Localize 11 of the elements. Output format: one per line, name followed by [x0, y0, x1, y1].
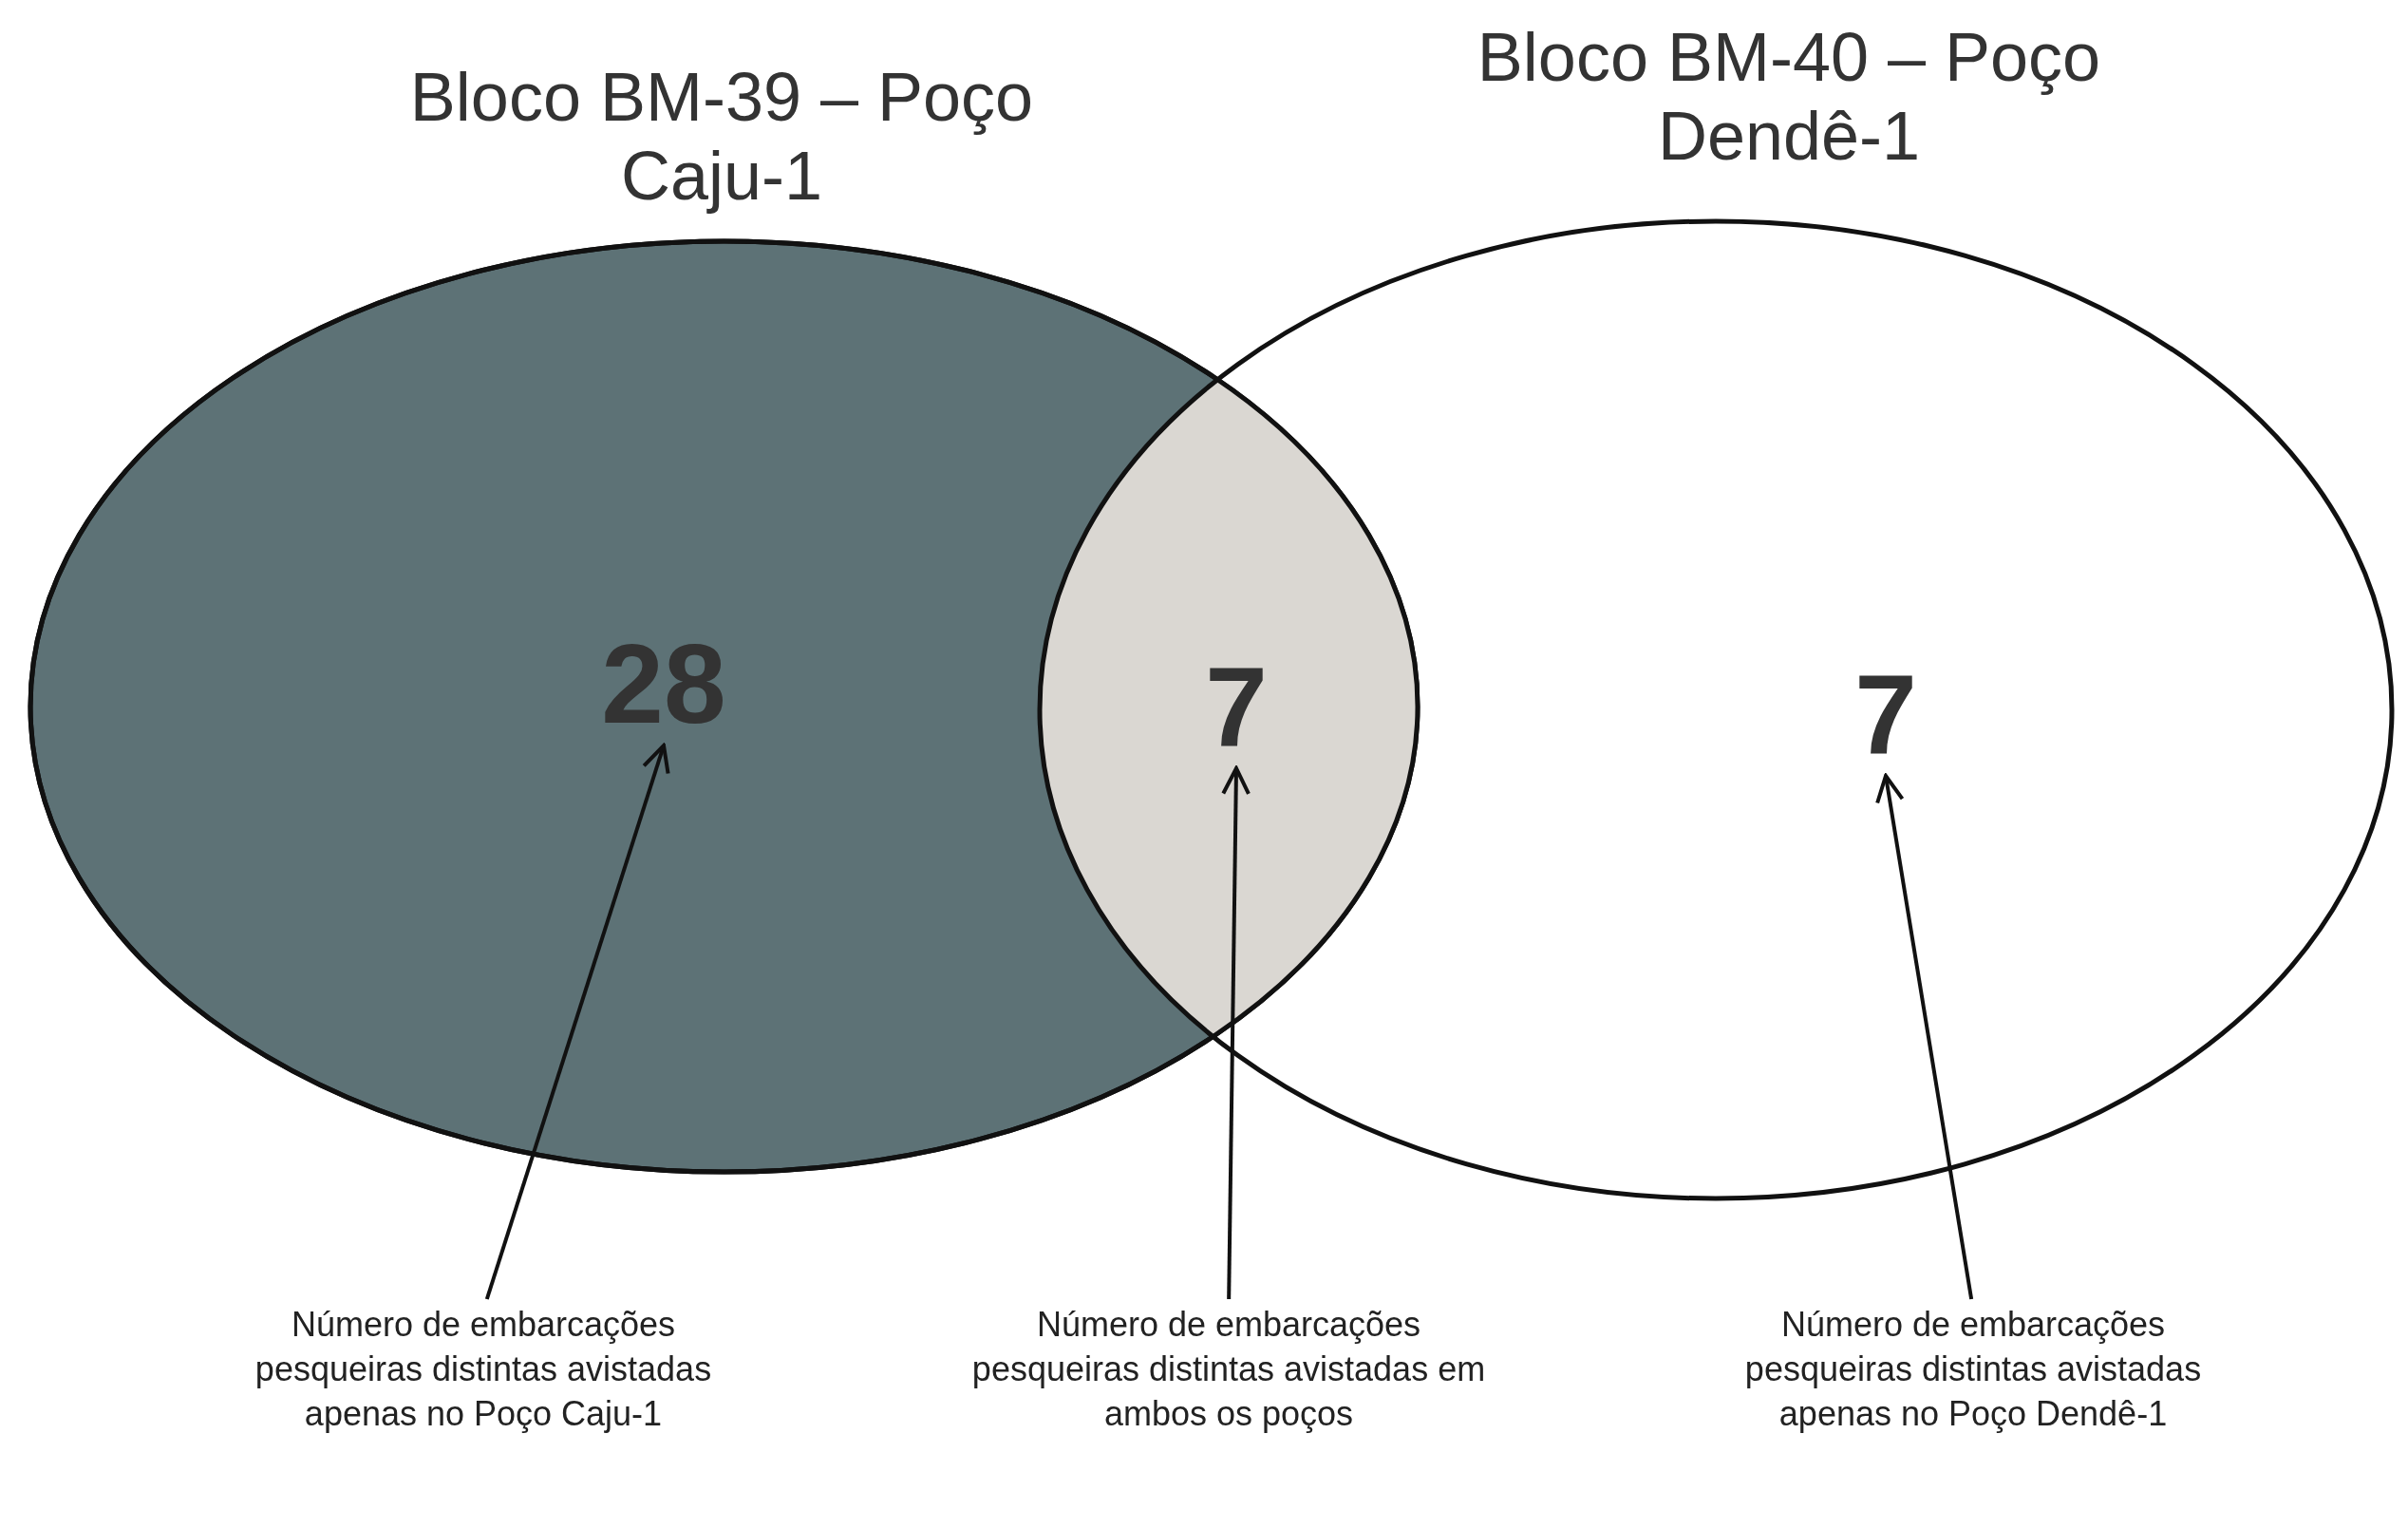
arrow: [1875, 774, 1974, 1300]
annotation-text: Número de embarcações pesqueiras distintas avistadas apenas no Poço Dendê-1: [1707, 1303, 2239, 1437]
set-title: Bloco BM-39 – Poço Caju-1: [408, 58, 1035, 216]
set-title: Bloco BM-40 – Poço Dendê-1: [1476, 18, 2102, 176]
arrow: [1221, 766, 1251, 1300]
annotation-text: Número de embarcações pesqueiras distintas avistadas em ambos os poços: [963, 1303, 1495, 1437]
count-number: 7: [1132, 651, 1341, 763]
arrow: [484, 744, 670, 1300]
annotation-text: Número de embarcações pesqueiras distintas avistadas apenas no Poço Caju-1: [217, 1303, 749, 1437]
count-number: 7: [1781, 658, 1990, 770]
count-number: 28: [559, 628, 768, 740]
